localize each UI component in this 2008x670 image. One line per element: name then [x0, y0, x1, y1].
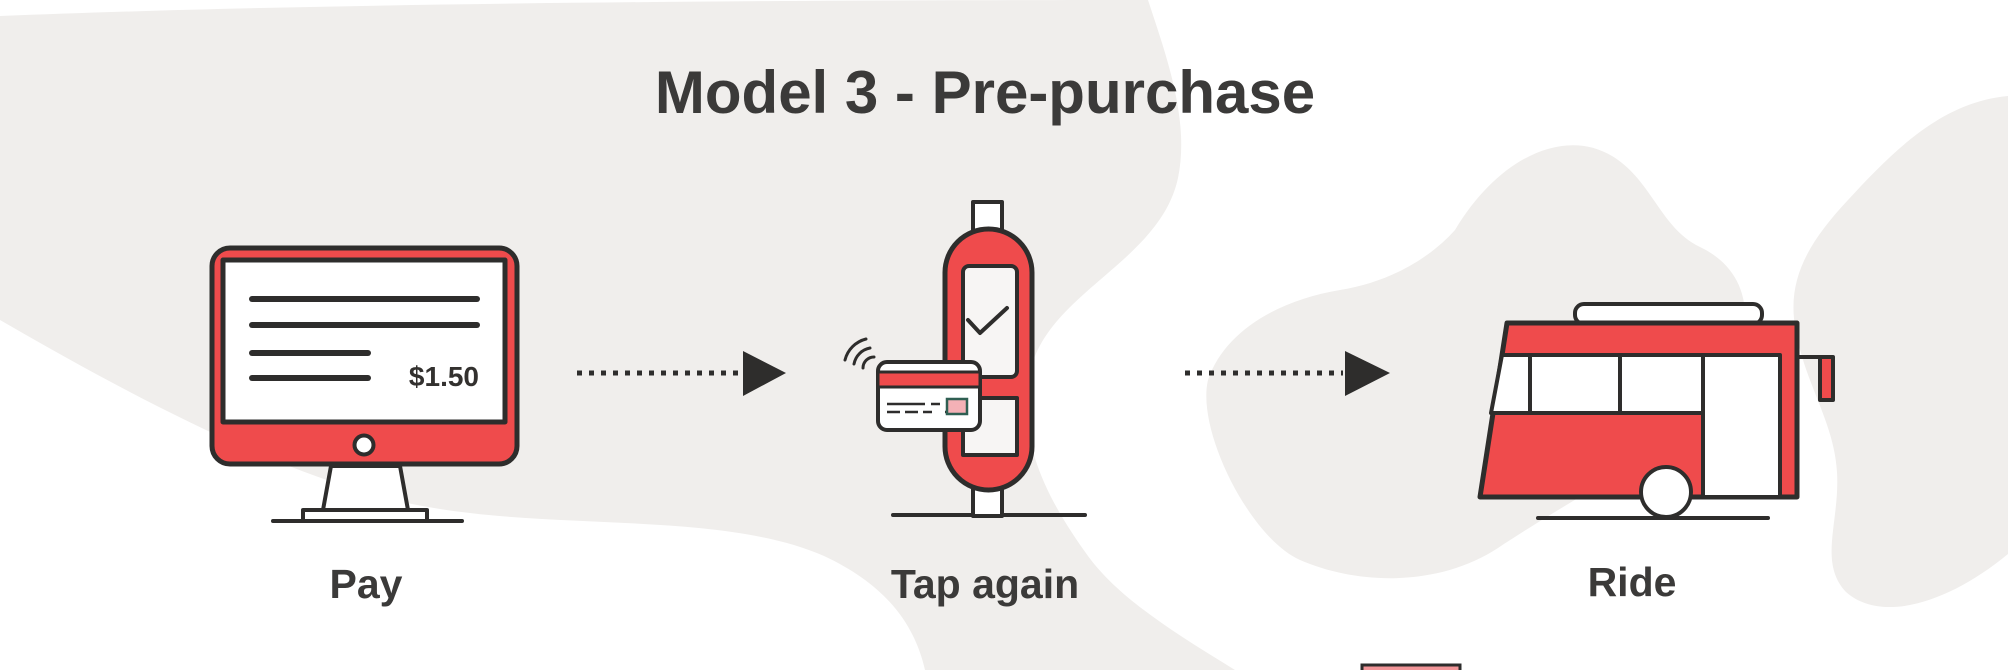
wave-medium [852, 346, 872, 366]
bus-window-1 [1528, 353, 1622, 415]
bus-wheel [1639, 465, 1693, 519]
step-label-tap-again: Tap again [891, 561, 1079, 607]
arrow-head-icon [743, 351, 786, 396]
contactless-card [876, 360, 982, 432]
step-label-ride: Ride [1588, 559, 1677, 605]
step-label-pay: Pay [330, 561, 403, 607]
background-blob-right [1793, 96, 2008, 608]
monitor-base [301, 508, 429, 523]
page-title: Model 3 - Pre-purchase [655, 59, 1315, 126]
checkmark-icon [966, 306, 1009, 335]
monitor-stand [321, 464, 410, 512]
bus-mirror [1818, 355, 1835, 402]
fare-price: $1.50 [409, 361, 479, 392]
monitor-button [352, 433, 376, 457]
bus-door [1701, 353, 1782, 499]
card-chip [945, 397, 969, 416]
tap-again-illustration [843, 200, 1087, 518]
contactless-waves-icon [843, 337, 876, 370]
flow-arrow-tap-to-ride [1185, 351, 1390, 396]
cropped-edge-fragment [1360, 663, 1462, 670]
wave-large [843, 337, 868, 362]
bus-window-2 [1618, 353, 1705, 415]
wave-small [861, 355, 876, 370]
flow-arrow-pay-to-tap [577, 351, 786, 396]
pay-illustration: $1.50 [209, 245, 520, 523]
monitor-screen [220, 257, 508, 425]
card-magnetic-stripe [876, 370, 982, 389]
arrow-head-icon [1345, 351, 1390, 396]
background-blob-left [0, 0, 1235, 670]
ride-illustration [1477, 302, 1835, 520]
